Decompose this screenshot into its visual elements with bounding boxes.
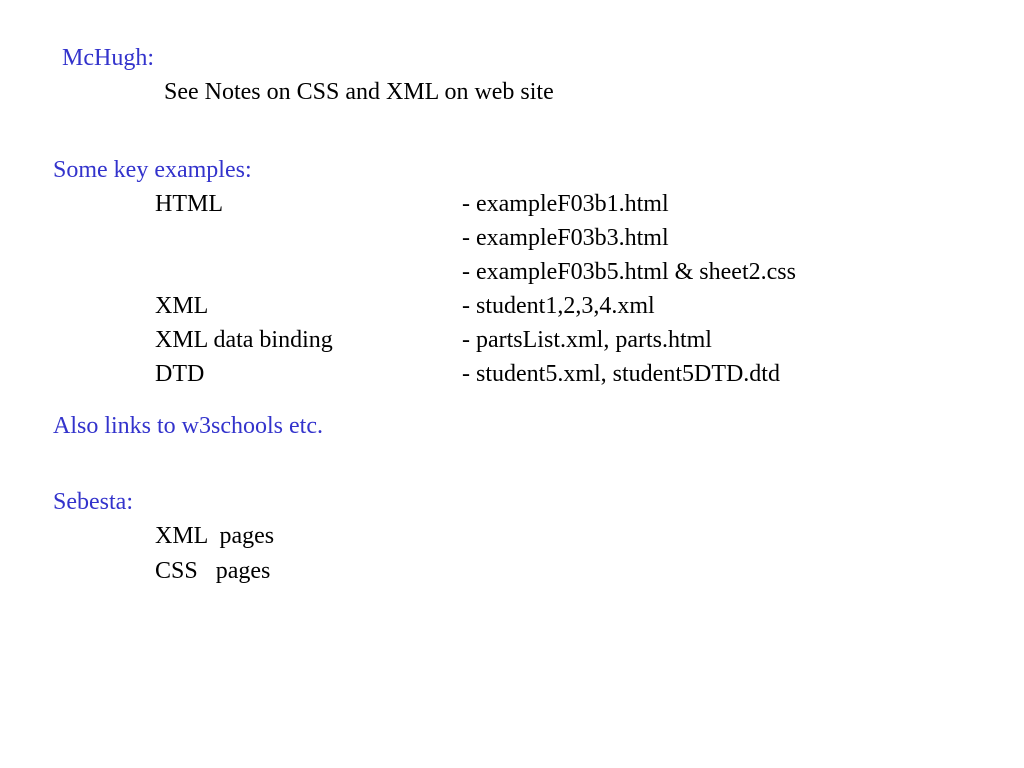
example-value-dtd: - student5.xml, student5DTD.dtd xyxy=(462,361,780,387)
mchugh-note: See Notes on CSS and XML on web site xyxy=(164,79,554,105)
example-value-xml: - student1,2,3,4.xml xyxy=(462,293,655,319)
sebesta-item-xml: XML pages xyxy=(155,523,275,549)
links-note: Also links to w3schools etc. xyxy=(53,413,323,439)
example-value-xml-data-binding: - partsList.xml, parts.html xyxy=(462,327,712,353)
example-label-dtd: DTD xyxy=(155,361,205,387)
sebesta-heading: Sebesta: xyxy=(53,489,133,515)
example-value-html-3: - exampleF03b5.html & sheet2.css xyxy=(462,259,796,285)
example-value-html-1: - exampleF03b1.html xyxy=(462,191,669,217)
example-label-xml: XML xyxy=(155,293,209,319)
example-value-html-2: - exampleF03b3.html xyxy=(462,225,669,251)
mchugh-heading: McHugh: xyxy=(62,45,154,71)
sebesta-item-css: CSS pages xyxy=(155,558,271,584)
example-label-html: HTML xyxy=(155,191,223,217)
examples-heading: Some key examples: xyxy=(53,157,252,183)
example-label-xml-data-binding: XML data binding xyxy=(155,327,333,353)
